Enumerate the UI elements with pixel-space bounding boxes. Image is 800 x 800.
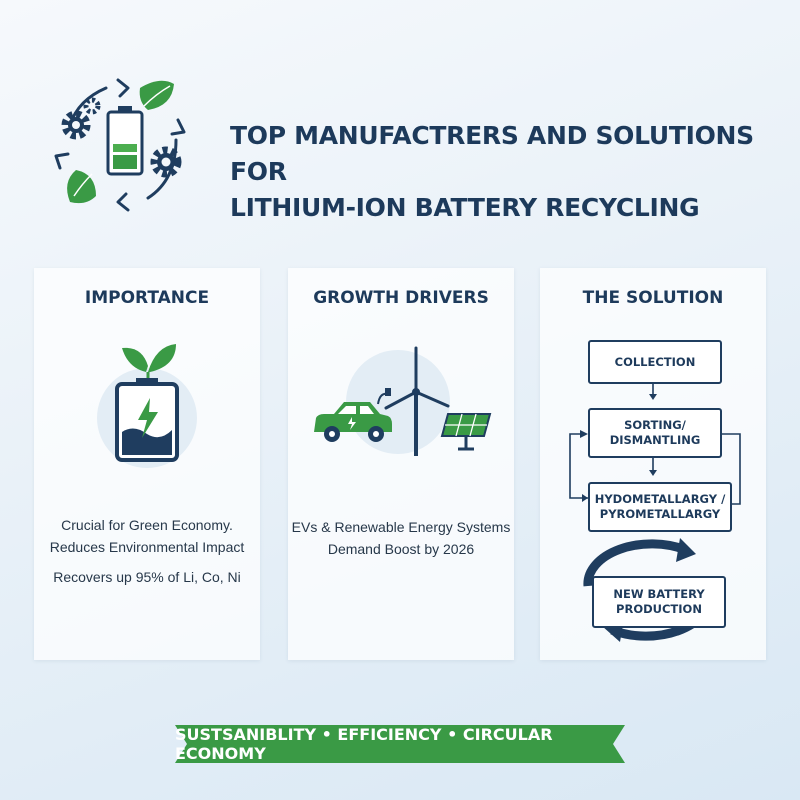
step-collection: COLLECTION [588,340,722,384]
growth-illustration [314,346,492,456]
bottom-banner: SUSTSANIBLITY • EFFICIENCY • CIRCULAR EC… [175,725,625,763]
importance-illustration [97,344,197,468]
leaf-icon [139,80,174,110]
loop-connector-right [718,433,741,505]
importance-text-2: Reduces Environmental Impact [49,539,245,555]
banner-text: SUSTSANIBLITY • EFFICIENCY • CIRCULAR EC… [175,725,553,763]
step-label: PYROMETALLARGY [599,507,721,521]
step-new-battery: NEW BATTERY PRODUCTION [592,576,726,628]
solution-title: THE SOLUTION [582,288,724,308]
step-label: PRODUCTION [616,602,702,616]
leaf-icon [67,170,96,204]
page-title: TOP MANUFACTRERS AND SOLUTIONS FOR LITHI… [230,118,770,226]
gear-icon [150,146,182,178]
wind-turbine-icon [384,346,450,456]
importance-panel: IMPORTANCE Crucial for Green Economy. Re… [34,268,260,660]
solution-panel: THE SOLUTION COLLECTION SORTING/ DISMANT… [540,268,766,660]
title-line-2: LITHIUM-ION BATTERY RECYCLING [230,193,700,222]
step-label: NEW BATTERY [613,587,705,601]
step-label: DISMANTLING [609,433,701,447]
growth-text-1: EVs & Renewable Energy Systems [291,519,511,535]
step-metallurgy: HYDOMETALLARGY / PYROMETALLARGY [588,482,732,532]
step-label: SORTING/ [624,418,686,432]
battery-icon [115,378,179,462]
recycling-logo [54,78,186,212]
electric-car-icon [314,388,392,442]
importance-text-3: Recovers up 95% of Li, Co, Ni [53,569,241,585]
step-sorting: SORTING/ DISMANTLING [588,408,722,458]
step-label: HYDOMETALLARGY / [594,492,726,506]
step-label: COLLECTION [614,354,696,369]
importance-text-1: Crucial for Green Economy. [61,517,233,533]
ribbon-shape [175,725,625,763]
gear-icon [61,97,101,140]
importance-title: IMPORTANCE [84,288,210,308]
growth-drivers-panel: GROWTH DRIVERS EVs & Ren [288,268,514,660]
loop-connector-left [569,433,588,499]
battery-icon [106,106,144,176]
title-line-1: TOP MANUFACTRERS AND SOLUTIONS FOR [230,121,754,186]
growth-text-2: Demand Boost by 2026 [327,541,475,557]
solar-panel-icon [440,413,492,451]
lightning-icon [138,398,158,438]
growth-title: GROWTH DRIVERS [313,288,489,308]
